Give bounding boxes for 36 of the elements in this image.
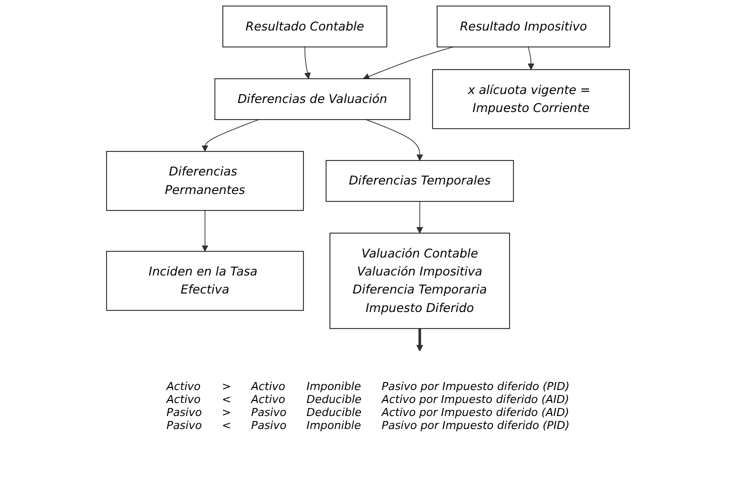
node-box: Valuación Contable Valuación Impositiva Diferencia Temporaria Impuesto Diferido xyxy=(330,232,510,329)
arrow xyxy=(528,46,534,70)
table-cell-text: Imponible xyxy=(305,419,362,432)
node-box: x alícuota vigente = Impuesto Corriente xyxy=(432,69,630,130)
table-cell-text: Activo por Impuesto diferido (AID) xyxy=(380,393,570,406)
table-cell-text: Pasivo xyxy=(250,419,288,432)
table-cell-text: > xyxy=(220,406,232,419)
arrow xyxy=(366,119,424,161)
node-box: Diferencias Permanentes xyxy=(106,151,304,211)
table-cell-text: Activo xyxy=(250,393,286,406)
table-cell-text: Pasivo xyxy=(165,406,203,419)
table-cell-text: Imponible xyxy=(305,380,362,393)
table-cell-text: Deducible xyxy=(305,393,363,406)
arrow xyxy=(416,200,424,234)
node-box: Resultado Contable xyxy=(222,6,388,48)
arrow xyxy=(202,210,208,252)
arrow xyxy=(362,46,454,80)
node-box: Diferencias Temporales xyxy=(326,160,514,202)
node-box: Resultado Impositivo xyxy=(436,6,610,48)
arrow xyxy=(304,46,311,80)
node-box: Diferencias de Valuación xyxy=(214,78,410,120)
table-cell-text: Activo xyxy=(250,380,286,393)
table-cell-text: Activo xyxy=(165,380,202,393)
table-cell-text: < xyxy=(220,419,232,432)
table-cell-text: Pasivo por Impuesto diferido (PID) xyxy=(380,380,571,393)
table-cell-text: Pasivo xyxy=(250,406,288,419)
node-box: Inciden en la Tasa Efectiva xyxy=(106,250,304,311)
table-cell-text: Deducible xyxy=(305,406,363,419)
arrow xyxy=(416,328,424,352)
table-cell-text: Activo por Impuesto diferido (AID) xyxy=(380,406,570,419)
arrow xyxy=(202,119,260,152)
table-cell-text: Pasivo xyxy=(165,419,203,432)
table-cell-text: Pasivo por Impuesto diferido (PID) xyxy=(380,419,571,432)
table-cell-text: > xyxy=(220,380,232,393)
table-cell-text: Activo xyxy=(165,393,202,406)
table-cell-text: < xyxy=(220,393,232,406)
